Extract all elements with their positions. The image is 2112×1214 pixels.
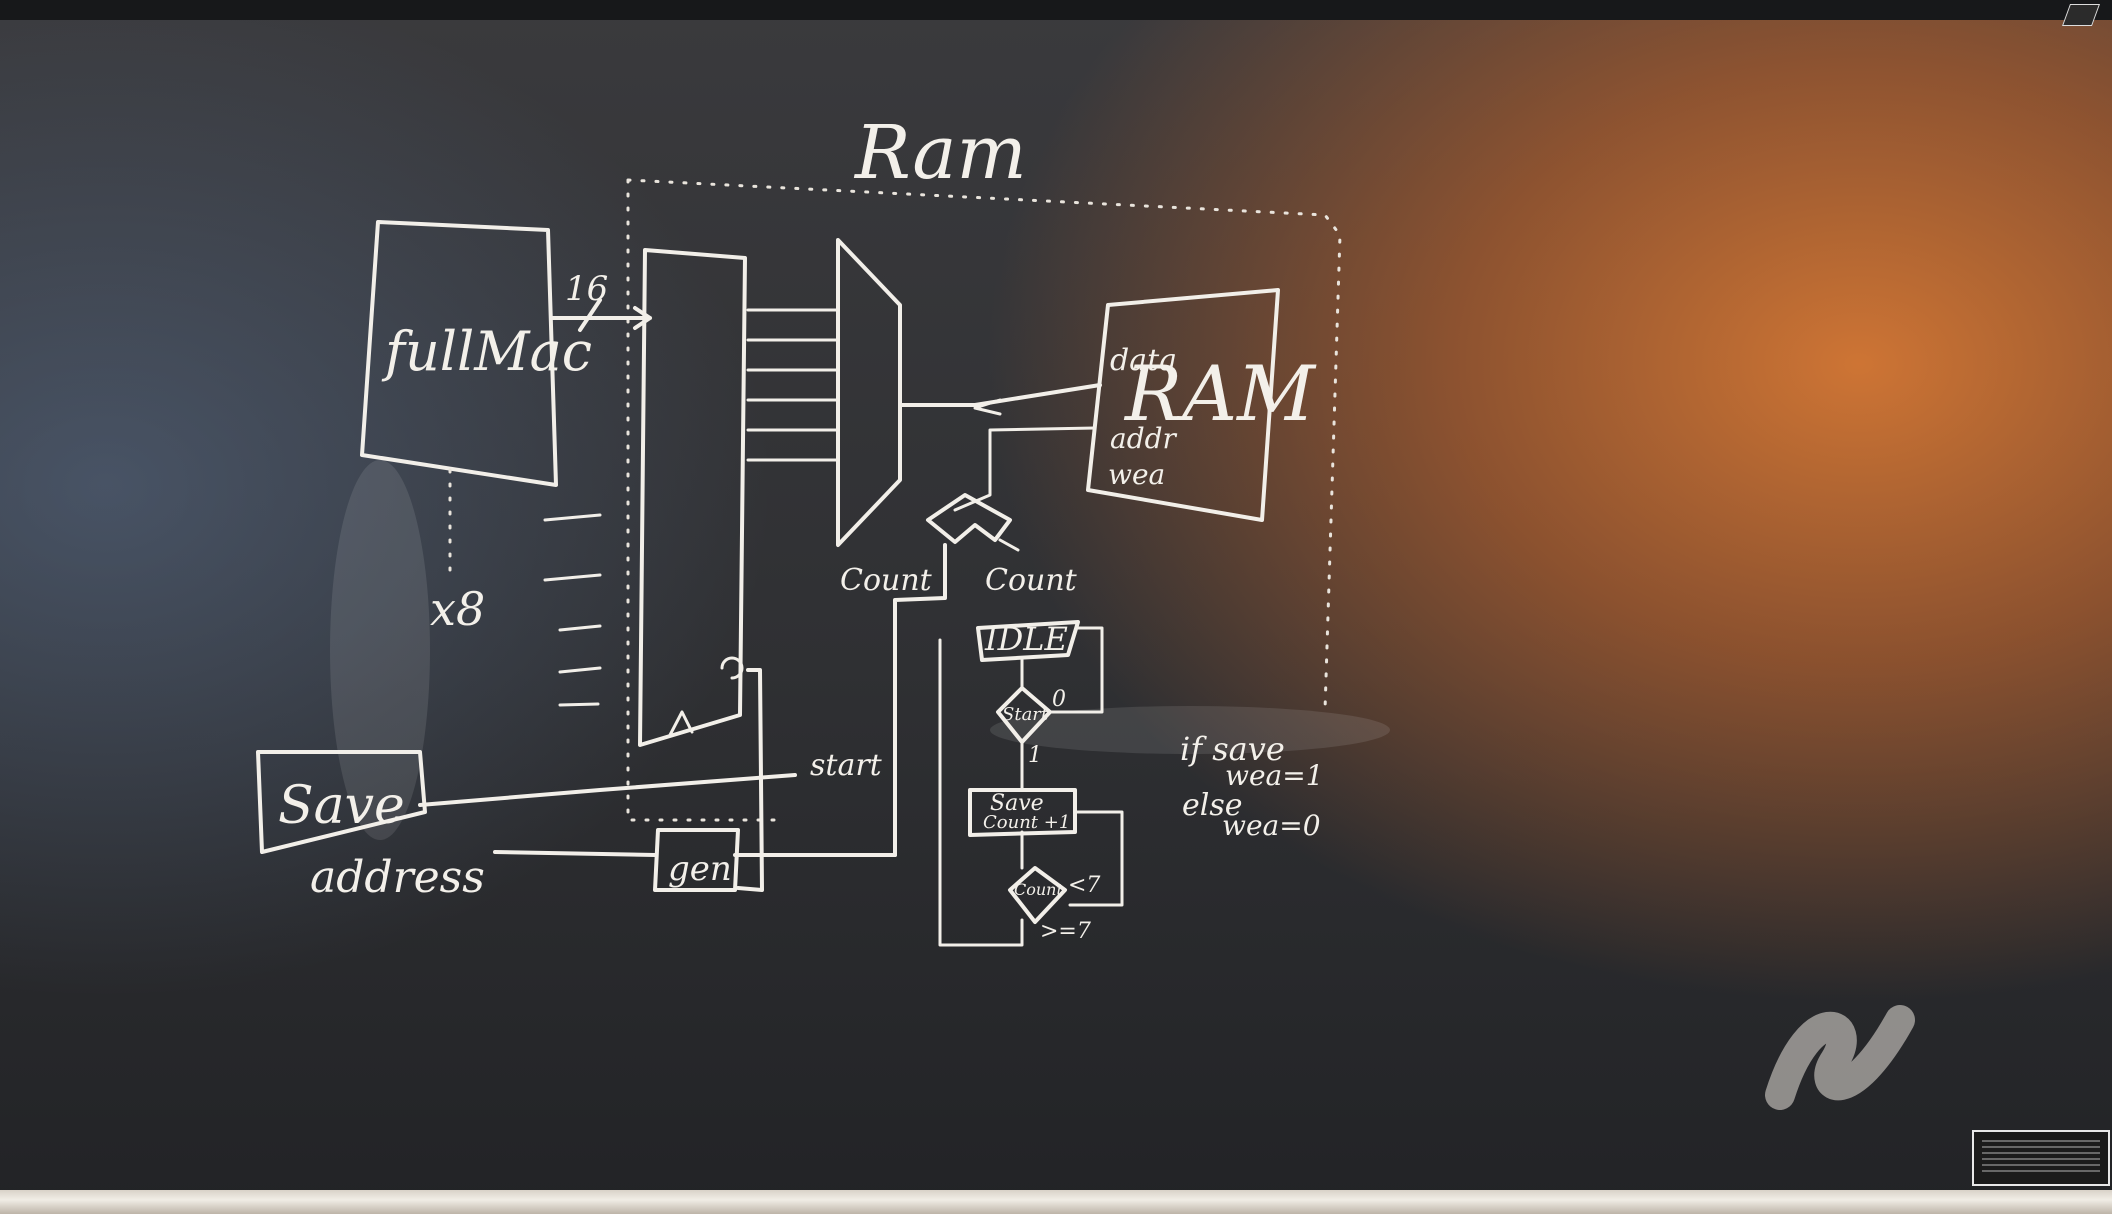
counter-block <box>926 493 1012 544</box>
fsm-one-label: 1 <box>1028 743 1042 768</box>
start-label: start <box>810 748 883 783</box>
ram-wea-port: wea <box>1108 458 1165 491</box>
fsm-idle-label: IDLE <box>984 620 1068 658</box>
gen-label: gen <box>668 849 732 889</box>
fsm-idle-state <box>976 620 1080 662</box>
fsm-flow-lines <box>938 626 1124 947</box>
repeat-label: x8 <box>430 582 485 636</box>
note-line-1: if save <box>1180 730 1285 768</box>
stacked-inputs <box>543 513 602 707</box>
fsm-count-decision <box>1008 866 1067 924</box>
note-line-2: wea=1 <box>1225 759 1324 792</box>
ram-data-port: data <box>1110 343 1177 378</box>
ram-addr-port: addr <box>1110 422 1178 455</box>
eraser-smudge-center <box>990 706 1390 754</box>
save-label: Save <box>278 776 405 836</box>
start-wire <box>418 773 797 807</box>
address-label: address <box>310 852 485 903</box>
counter-out-wire <box>998 538 1020 552</box>
register-column <box>638 248 747 747</box>
data-arrow <box>973 398 1002 416</box>
note-line-3: else <box>1182 788 1243 823</box>
bus-width-label: 16 <box>565 269 608 309</box>
bus-arrow <box>550 298 652 332</box>
ram-title: Ram <box>853 110 1027 196</box>
fsm-save-label: Save <box>990 791 1044 816</box>
fsm-count-plus-label: Count +1 <box>983 812 1070 833</box>
addr-wire <box>953 426 1097 512</box>
chalk-ledge <box>0 1190 2112 1214</box>
inventory-sticker <box>1972 1130 2110 1186</box>
register-feedback-wire <box>736 668 764 892</box>
note-line-4: wea=0 <box>1222 809 1321 842</box>
mux-to-ram-line <box>898 383 1102 407</box>
fsm-geq-label: >=7 <box>1040 919 1091 944</box>
fsm-zero-label: 0 <box>1052 687 1066 712</box>
fullmac-label: fullMac <box>381 320 592 383</box>
parallel-bus <box>746 308 840 462</box>
fsm-save-state <box>968 788 1077 837</box>
mux-count-label: Count <box>840 563 933 598</box>
scribble-mark <box>1765 1005 1915 1110</box>
gen-block <box>653 828 740 892</box>
eraser-smudge-left <box>330 460 430 840</box>
counter-label: Count <box>985 563 1078 598</box>
fullmac-block <box>360 220 558 487</box>
board-top-frame <box>0 0 2112 20</box>
ram-label: RAM <box>1123 349 1317 438</box>
fsm-count-check-label: Count <box>1014 880 1063 899</box>
fsm-less-label: <7 <box>1068 873 1100 898</box>
save-block <box>256 750 427 854</box>
register-clock <box>668 710 694 737</box>
fsm-start-label: Start <box>1002 704 1049 725</box>
ram-region-outline <box>626 178 1342 822</box>
mux-block <box>836 238 902 547</box>
register-enable-mark <box>720 656 744 680</box>
